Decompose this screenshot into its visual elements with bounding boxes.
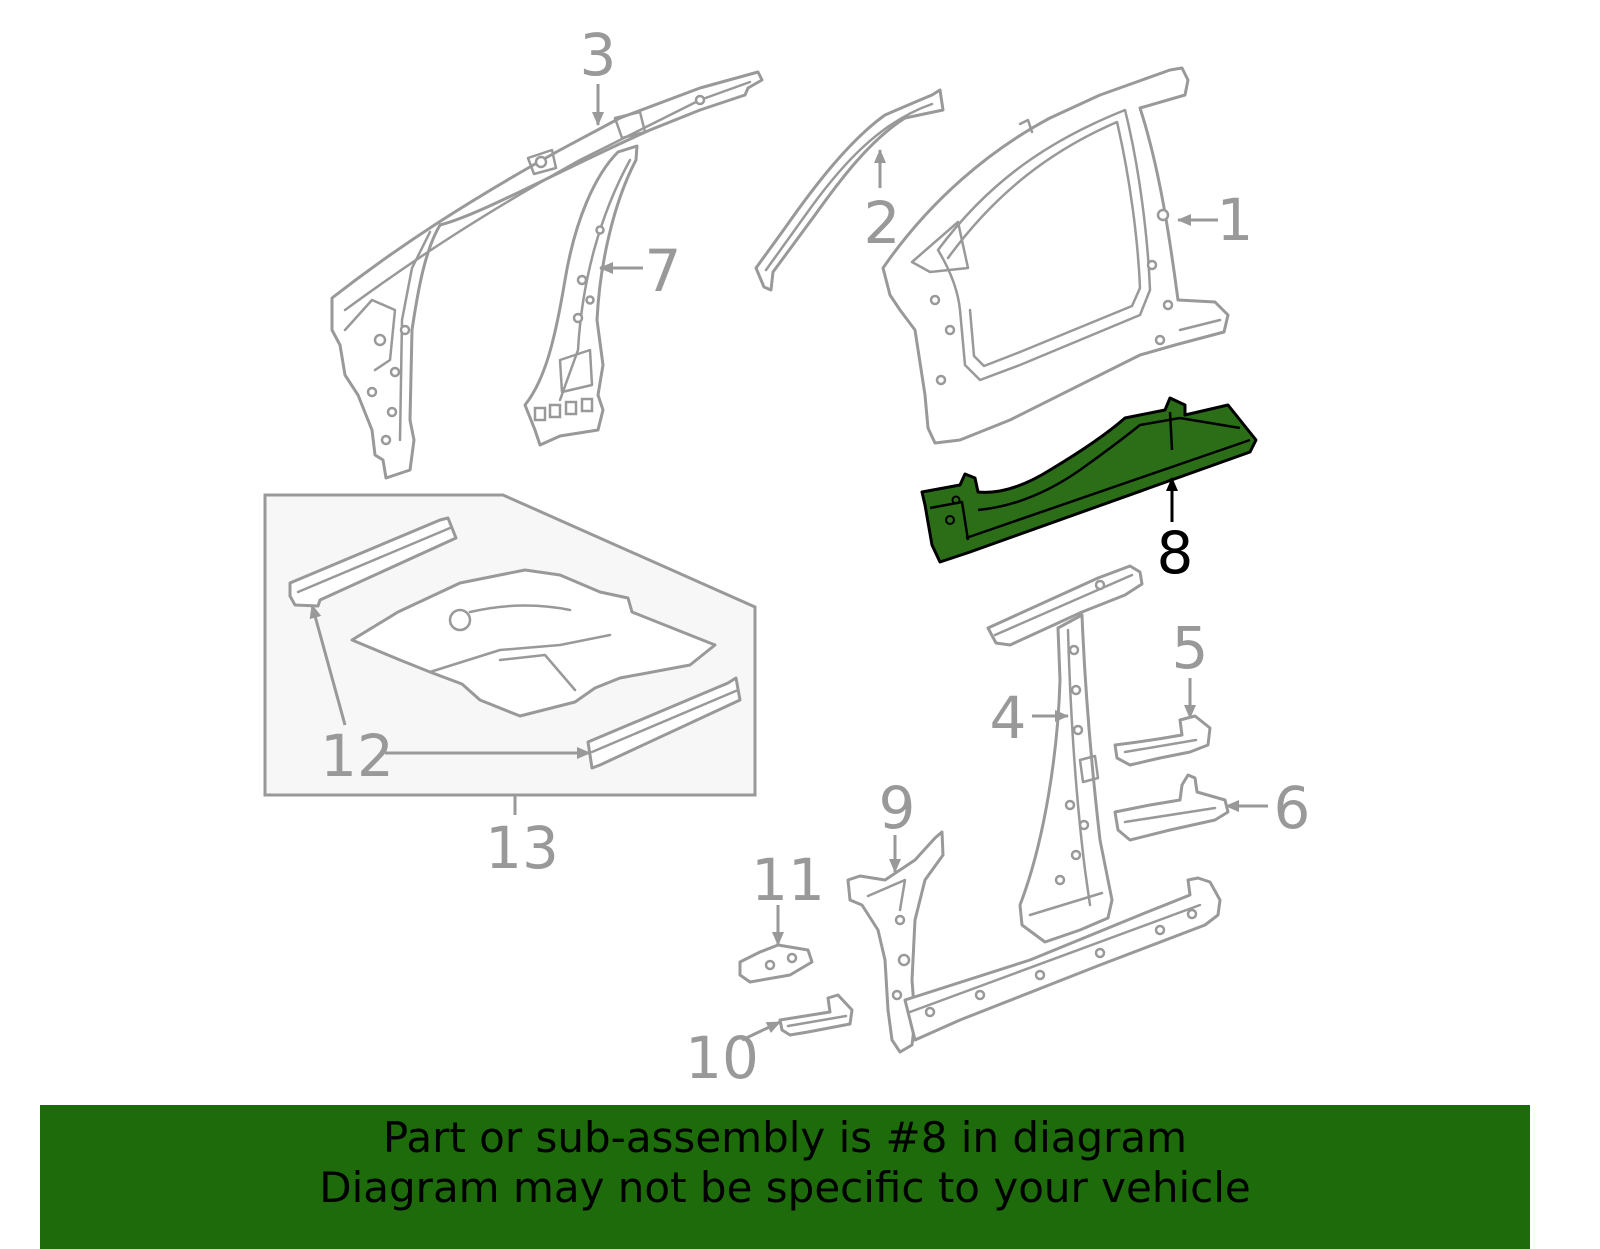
banner-line-part-notice: Part or sub-assembly is #8 in diagram	[382, 1113, 1188, 1162]
part-11-bracket	[738, 943, 814, 984]
callout-label-2: 2	[864, 189, 901, 257]
part-6-bracket	[1113, 773, 1230, 842]
part-8-rocker-panel-highlighted	[920, 396, 1258, 564]
part-9-hinge-pillar-inner-rocker	[846, 830, 1222, 1054]
callout-label-6: 6	[1274, 774, 1311, 842]
callout-label-5: 5	[1172, 614, 1209, 682]
callout-arrow-10	[741, 1020, 781, 1042]
callout-label-10: 10	[685, 1024, 759, 1092]
part-12-cross-member-upper	[288, 516, 458, 608]
part-1-side-outer-panel	[881, 66, 1230, 445]
part-12-cross-member-lower	[586, 676, 742, 770]
callout-arrow-12-upper	[309, 604, 347, 726]
banner-line-disclaimer: Diagram may not be specific to your vehi…	[319, 1163, 1251, 1212]
part-13-floor-inset	[263, 493, 757, 815]
callout-label-7: 7	[645, 237, 682, 305]
callout-label-3: 3	[580, 21, 617, 89]
part-4-center-pillar	[986, 564, 1144, 944]
part-10-bracket	[778, 993, 854, 1037]
part-3-roof-rail	[330, 70, 764, 480]
callout-label-12: 12	[320, 722, 394, 790]
floor-panel	[350, 568, 717, 718]
part-5-bracket	[1113, 714, 1212, 767]
part-7-pillar-reinforcement	[523, 144, 639, 447]
part-2-roof-strip	[754, 88, 945, 292]
callout-label-1: 1	[1217, 186, 1254, 254]
parts-diagram: 1 2 3 4 5 6 7 8 9 10 11 12 13	[263, 21, 1311, 1092]
callout-label-4: 4	[990, 684, 1027, 752]
callout-label-8-highlighted: 8	[1157, 519, 1194, 587]
notice-banner: Part or sub-assembly is #8 in diagram Di…	[40, 1105, 1530, 1249]
callout-label-9: 9	[879, 774, 916, 842]
callout-label-11: 11	[751, 846, 825, 914]
callout-label-13: 13	[485, 814, 559, 882]
